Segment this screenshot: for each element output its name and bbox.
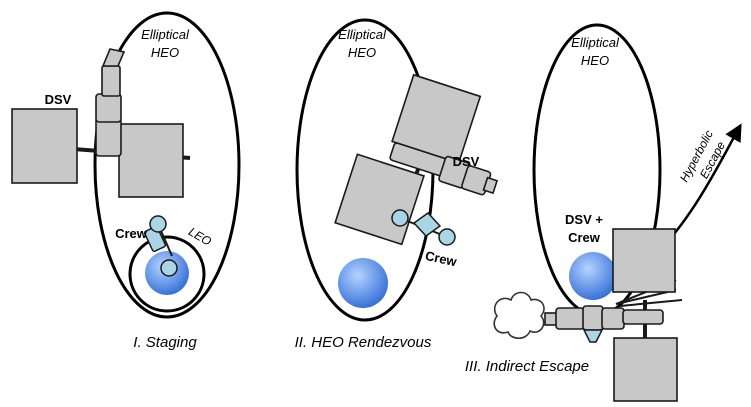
solar-panel-right bbox=[118, 123, 184, 198]
combined-label-line2: Crew bbox=[568, 230, 601, 245]
dsv-nozzle bbox=[482, 176, 499, 195]
heo-orbit bbox=[93, 11, 241, 319]
solar-panel-bottom bbox=[613, 337, 678, 402]
orbit-label-line1: Elliptical bbox=[141, 27, 190, 42]
dsv-module bbox=[101, 65, 121, 97]
panel-indirect-escape: Elliptical HEO Hyperbolic Escape DSV + C… bbox=[465, 23, 742, 402]
panel-staging: Elliptical HEO DSV Crew LEO I. Staging bbox=[11, 11, 241, 351]
orbit-label-line2: HEO bbox=[348, 45, 376, 60]
panel-caption: II. HEO Rendezvous bbox=[295, 334, 432, 351]
crew-vehicle bbox=[143, 215, 178, 277]
solar-panel-bottom bbox=[334, 153, 425, 246]
dsv-module bbox=[95, 117, 122, 157]
panel-caption: I. Staging bbox=[133, 334, 197, 351]
dsv-module bbox=[555, 307, 585, 330]
orbit-label-line2: HEO bbox=[151, 45, 179, 60]
dsv-crew-stack bbox=[544, 228, 683, 402]
orbit-label-line1: Elliptical bbox=[338, 27, 387, 42]
dsv-module bbox=[601, 307, 625, 330]
solar-panel-top bbox=[612, 228, 676, 293]
orbit-label-line2: HEO bbox=[581, 53, 609, 68]
crew-label: Crew bbox=[115, 226, 148, 241]
earth-planet bbox=[569, 252, 617, 300]
combined-label-line1: DSV + bbox=[565, 212, 603, 227]
panel-heo-rendezvous: Elliptical HEO DSV Crew II. HEO Rendezvo… bbox=[295, 18, 499, 351]
earth-planet bbox=[338, 258, 388, 308]
dsv-nozzle bbox=[101, 48, 126, 67]
dsv-label: DSV bbox=[453, 154, 480, 169]
dsv-module bbox=[95, 93, 122, 123]
solar-panel-left bbox=[11, 108, 78, 184]
panel-caption: III. Indirect Escape bbox=[465, 358, 589, 375]
exhaust-plume-icon bbox=[493, 291, 545, 340]
crew-capsule-module bbox=[582, 305, 604, 331]
crew-vehicle bbox=[391, 209, 456, 246]
crew-label: Crew bbox=[424, 248, 459, 269]
dsv-module bbox=[622, 309, 664, 325]
dsv-spacecraft bbox=[11, 48, 191, 198]
leo-orbit bbox=[128, 235, 206, 313]
crew-capsule-icon bbox=[582, 329, 604, 343]
orbit-label-line1: Elliptical bbox=[571, 35, 620, 50]
dsv-label: DSV bbox=[45, 92, 72, 107]
